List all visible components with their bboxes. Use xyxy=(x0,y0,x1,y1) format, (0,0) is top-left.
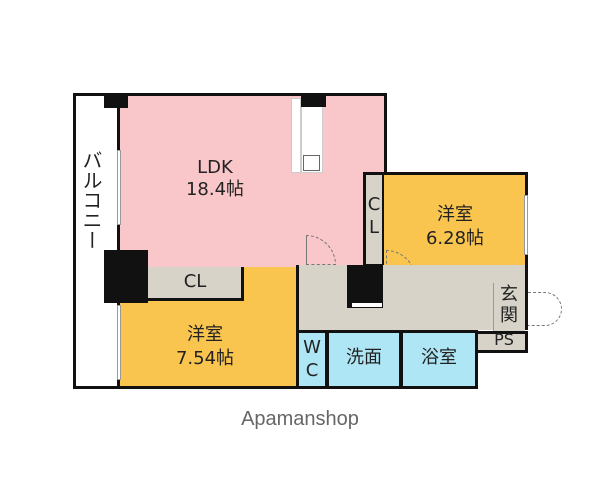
ldk-size: 18.4帖 xyxy=(185,179,245,200)
sink-icon xyxy=(303,155,320,171)
ps-label: PS xyxy=(494,330,514,349)
pillar xyxy=(347,265,383,308)
bedroom-right-size: 6.28帖 xyxy=(425,228,485,249)
closet-bedroom-left xyxy=(148,267,244,301)
bathroom-label: 浴室 xyxy=(421,347,457,368)
pillar xyxy=(104,250,148,303)
wc-label-bottom: C xyxy=(305,360,319,381)
kitchen-counter xyxy=(291,98,301,173)
ldk-window xyxy=(117,150,121,225)
brand-footer: Apamanshop xyxy=(241,408,359,430)
closet-bedroom-left-label: CL xyxy=(183,271,207,292)
ps xyxy=(476,331,528,353)
entrance-label-bottom: 関 xyxy=(500,305,518,326)
wc xyxy=(296,330,328,389)
entrance-label-top: 玄 xyxy=(500,284,518,305)
bedroom-left-window xyxy=(117,305,121,380)
closet-ldk-label-top: C xyxy=(367,194,381,215)
balcony-label: バルコニー xyxy=(79,150,103,250)
entrance-door[interactable] xyxy=(528,292,562,326)
pillar xyxy=(104,93,128,108)
washroom-label: 洗面 xyxy=(346,347,382,368)
balcony xyxy=(73,93,120,389)
pillar xyxy=(301,93,326,107)
entrance xyxy=(493,283,525,331)
bathroom xyxy=(400,330,478,389)
bedroom-right-window xyxy=(524,195,528,255)
bedroom-right-name: 洋室 xyxy=(437,204,473,225)
bedroom-left-name: 洋室 xyxy=(187,324,223,345)
wc-label-top: W xyxy=(303,337,321,358)
bedroom-left-size: 7.54帖 xyxy=(175,348,235,369)
closet-ldk-label-bottom: L xyxy=(368,217,380,238)
exterior-wall xyxy=(525,283,528,293)
ldk-name: LDK xyxy=(197,157,233,178)
hallway-closet xyxy=(352,303,382,307)
